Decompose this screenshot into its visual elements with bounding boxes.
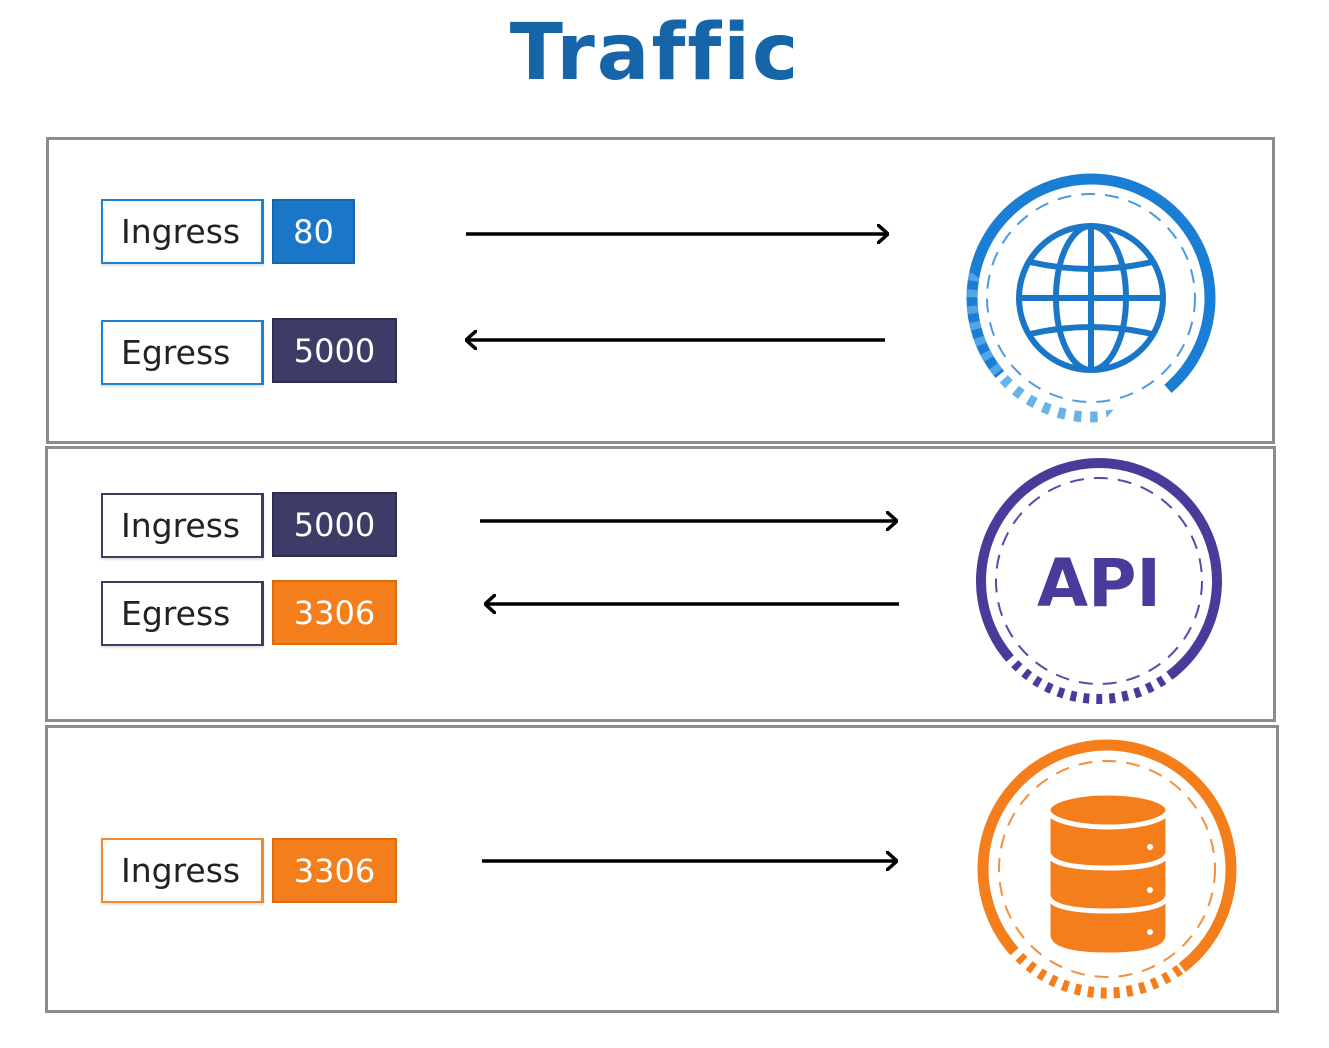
web-egress-label: Egress (101, 320, 264, 385)
api-ingress-label: Ingress (101, 493, 264, 558)
panel-web (46, 137, 1275, 444)
db-ingress-port: 3306 (272, 838, 397, 903)
web-egress-port: 5000 (272, 318, 397, 383)
api-egress-port: 3306 (272, 580, 397, 645)
api-egress-label: Egress (101, 581, 264, 646)
globe-icon (1016, 223, 1166, 373)
api-node: API (976, 458, 1222, 704)
database-node (977, 739, 1237, 999)
db-ingress-label: Ingress (101, 838, 264, 903)
api-ingress-port: 5000 (272, 492, 397, 557)
database-icon (1045, 790, 1171, 958)
diagram-title: Traffic (509, 8, 801, 98)
web-ingress-label: Ingress (101, 199, 264, 264)
api-icon: API (1037, 545, 1161, 622)
globe-node (966, 173, 1216, 423)
web-ingress-port: 80 (272, 199, 355, 264)
